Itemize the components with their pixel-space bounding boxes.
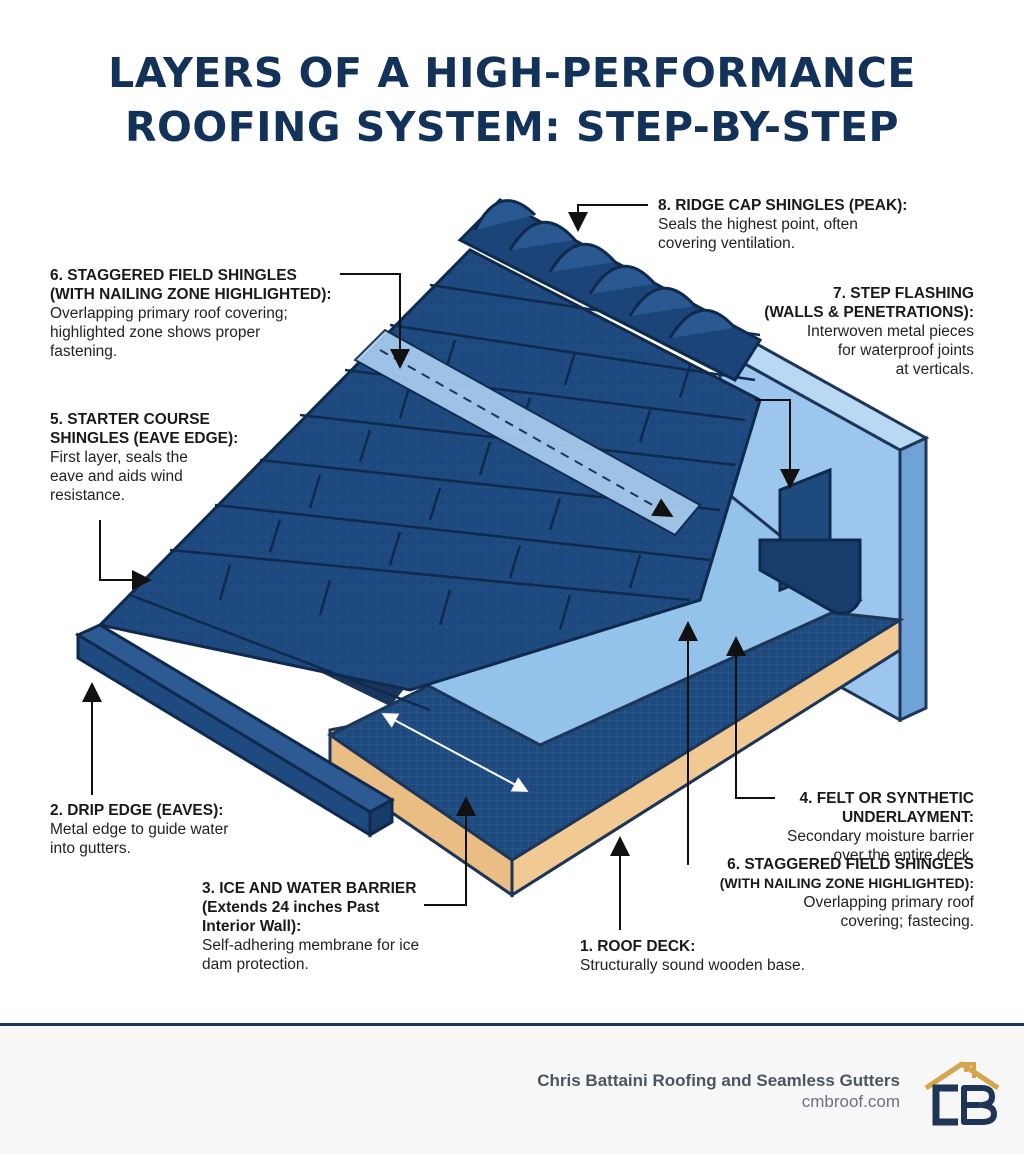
label-starter-course: 5. STARTER COURSE SHINGLES (EAVE EDGE): … xyxy=(50,410,238,505)
field-bottom-desc-1: Overlapping primary roof xyxy=(803,894,974,911)
field-bottom-heading-1: 6. STAGGERED FIELD SHINGLES xyxy=(727,856,974,873)
underlayment-desc-2: over the entire deck. xyxy=(833,847,974,864)
field-top-desc-1: Overlapping primary roof covering; xyxy=(50,305,288,322)
ridge-desc-1: Seals the highest point, often xyxy=(658,216,858,233)
nailing-zone-dashed xyxy=(379,349,674,517)
ice-water-heading-2: (Extends 24 inches Past xyxy=(202,899,380,916)
drip-edge xyxy=(74,623,396,838)
house-cb-logo-icon xyxy=(924,1061,1000,1126)
label-step-flashing: 7. STEP FLASHING (WALLS & PENETRATIONS):… xyxy=(764,284,974,379)
underlayment-heading-1: 4. FELT OR SYNTHETIC xyxy=(799,790,974,807)
ridge-heading: 8. RIDGE CAP SHINGLES (PEAK): xyxy=(658,197,908,214)
ice-water-heading-3: Interior Wall): xyxy=(202,918,302,935)
page-title: LAYERS OF A HIGH-PERFORMANCE ROOFING SYS… xyxy=(0,46,1024,154)
label-field-shingles-bottom: 6. STAGGERED FIELD SHINGLES (WITH NAILIN… xyxy=(720,855,974,931)
label-drip-edge: 2. DRIP EDGE (EAVES): Metal edge to guid… xyxy=(50,801,228,858)
drip-edge-desc-1: Metal edge to guide water xyxy=(50,821,229,838)
underlayment-desc-1: Secondary moisture barrier xyxy=(787,828,974,845)
company-url[interactable]: cmbroof.com xyxy=(801,1092,900,1111)
roof-diagram xyxy=(74,198,930,930)
roof-deck-desc-1: Structurally sound wooden base. xyxy=(580,957,805,974)
field-shingles xyxy=(97,248,762,692)
drip-edge-heading: 2. DRIP EDGE (EAVES): xyxy=(50,802,224,819)
field-top-desc-2: highlighted zone shows proper xyxy=(50,324,261,341)
label-roof-deck: 1. ROOF DECK: Structurally sound wooden … xyxy=(580,937,805,975)
starter-heading-1: 5. STARTER COURSE xyxy=(50,411,210,428)
company-info: Chris Battaini Roofing and Seamless Gutt… xyxy=(537,1070,900,1112)
field-bottom-heading-2: (WITH NAILING ZONE HIGHLIGHTED): xyxy=(719,875,974,891)
step-flashing-heading-1: 7. STEP FLASHING xyxy=(833,285,974,302)
starter-heading-2: SHINGLES (EAVE EDGE): xyxy=(50,430,239,447)
label-field-shingles-top: 6. STAGGERED FIELD SHINGLES (WITH NAILIN… xyxy=(50,266,332,361)
leader-lines xyxy=(82,204,800,930)
drip-edge-desc-2: into gutters. xyxy=(50,840,131,857)
footer xyxy=(0,1026,1024,1154)
company-name: Chris Battaini Roofing and Seamless Gutt… xyxy=(537,1071,900,1090)
roof-deck-heading: 1. ROOF DECK: xyxy=(580,938,696,955)
ridge-cap xyxy=(457,198,763,382)
ice-water-heading-1: 3. ICE AND WATER BARRIER xyxy=(202,880,417,897)
field-top-heading-2: (WITH NAILING ZONE HIGHLIGHTED): xyxy=(50,286,332,303)
step-flashing xyxy=(758,467,862,615)
field-bottom-desc-2: covering; fastecing. xyxy=(840,913,974,930)
label-ice-water-barrier: 3. ICE AND WATER BARRIER (Extends 24 inc… xyxy=(202,879,419,974)
ice-water-desc-2: dam protection. xyxy=(202,956,309,973)
step-flashing-desc-3: at verticals. xyxy=(895,361,974,378)
field-top-heading-1: 6. STAGGERED FIELD SHINGLES xyxy=(50,267,297,284)
nailing-zone xyxy=(353,328,702,537)
step-flashing-desc-2: for waterproof joints xyxy=(837,342,974,359)
underlayment-heading-2: UNDERLAYMENT: xyxy=(841,809,974,826)
title-line-1: LAYERS OF A HIGH-PERFORMANCE xyxy=(108,49,916,97)
starter-desc-2: eave and aids wind xyxy=(50,468,183,485)
ridge-desc-2: covering ventilation. xyxy=(658,235,795,252)
title-line-2: ROOFING SYSTEM: STEP-BY-STEP xyxy=(124,103,900,151)
step-flashing-desc-1: Interwoven metal pieces xyxy=(806,323,974,340)
starter-desc-3: resistance. xyxy=(50,487,125,504)
barrier-extent-arrow xyxy=(381,713,529,792)
label-ridge-cap: 8. RIDGE CAP SHINGLES (PEAK): Seals the … xyxy=(658,196,907,253)
ice-water-desc-1: Self-adhering membrane for ice xyxy=(202,937,420,954)
starter-desc-1: First layer, seals the xyxy=(50,449,188,466)
step-flashing-heading-2: (WALLS & PENETRATIONS): xyxy=(764,304,974,321)
label-underlayment: 4. FELT OR SYNTHETIC UNDERLAYMENT: Secon… xyxy=(787,789,974,865)
footer-divider xyxy=(0,1023,1024,1026)
field-top-desc-3: fastening. xyxy=(50,343,118,360)
